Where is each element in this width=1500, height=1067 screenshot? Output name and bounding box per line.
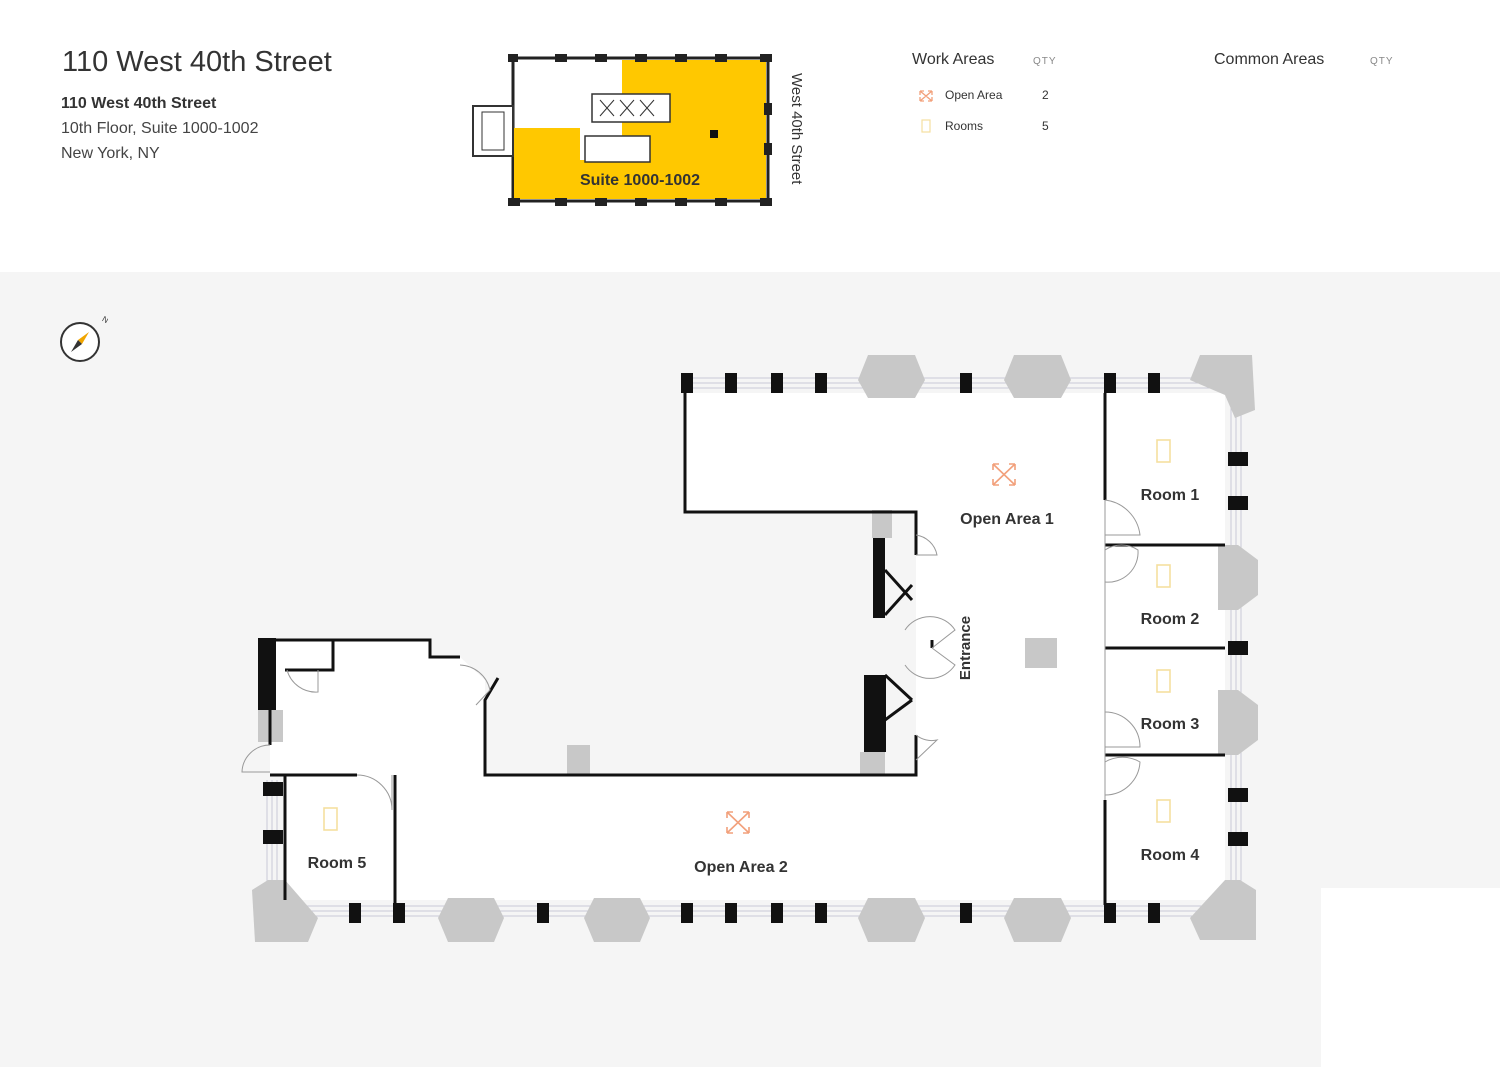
legend-rooms-qty: 5 bbox=[1042, 119, 1049, 133]
legend-work-areas-title: Work Areas bbox=[912, 51, 995, 68]
room-3-label: Room 3 bbox=[1141, 716, 1200, 733]
entrance-label: Entrance bbox=[957, 616, 974, 680]
legend-open-area-label: Open Area bbox=[945, 88, 1003, 102]
key-plan-suite-label: Suite 1000-1002 bbox=[580, 172, 700, 189]
room-4-icon bbox=[1156, 799, 1171, 823]
legend-rooms-label: Rooms bbox=[945, 119, 984, 133]
open-area-1-label: Open Area 1 bbox=[960, 511, 1054, 528]
floor-area bbox=[270, 393, 1225, 900]
room-icon bbox=[921, 119, 931, 133]
legend-work-areas-qty: QTY bbox=[1033, 56, 1057, 67]
room-5-icon bbox=[323, 807, 338, 831]
room-5-label: Room 5 bbox=[308, 855, 367, 872]
room-2-label: Room 2 bbox=[1141, 611, 1200, 628]
page-title: 110 West 40th Street bbox=[62, 46, 332, 78]
open-area-2-label: Open Area 2 bbox=[694, 859, 788, 876]
key-plan-suite-area bbox=[514, 60, 766, 199]
address-city: New York, NY bbox=[61, 145, 160, 162]
compass-icon: N bbox=[60, 316, 108, 362]
open-area-icon bbox=[919, 90, 933, 102]
room-1-icon bbox=[1156, 439, 1171, 463]
room-2-icon bbox=[1156, 564, 1171, 588]
address-building: 110 West 40th Street bbox=[61, 95, 217, 112]
corner-panel bbox=[1321, 888, 1500, 1067]
address-floor: 10th Floor, Suite 1000-1002 bbox=[61, 120, 259, 137]
room-3-icon bbox=[1156, 669, 1171, 693]
compass-north-label: N bbox=[100, 316, 108, 325]
room-4-label: Room 4 bbox=[1141, 847, 1200, 864]
legend-common-areas-qty: QTY bbox=[1370, 56, 1394, 67]
legend-open-area-qty: 2 bbox=[1042, 88, 1049, 102]
key-plan-street-label: West 40th Street bbox=[788, 73, 805, 185]
open-area-2-icon bbox=[726, 811, 750, 834]
key-plan: Suite 1000-1002 West 40th Street bbox=[472, 54, 805, 206]
legend-common-areas-title: Common Areas bbox=[1214, 51, 1325, 68]
room-1-label: Room 1 bbox=[1141, 487, 1200, 504]
floor-plan: Open Area 1 Open Area 2 Room 1 Room 2 Ro… bbox=[241, 355, 1258, 942]
open-area-1-icon bbox=[992, 463, 1016, 486]
